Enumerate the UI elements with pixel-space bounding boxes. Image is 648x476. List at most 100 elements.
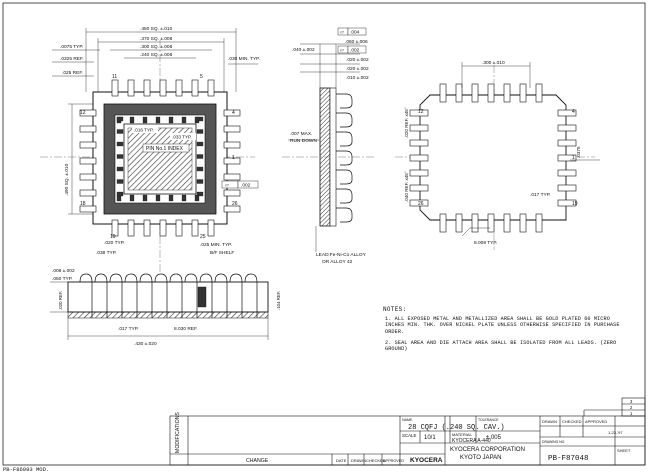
j-lead (336, 169, 353, 185)
lead (191, 79, 199, 97)
svg-text:.0075 TYP.: .0075 TYP. (60, 44, 83, 50)
bond-pad (181, 116, 187, 124)
svg-text:CHECKED: CHECKED (366, 458, 386, 463)
svg-text:SHEET: SHEET (617, 448, 631, 453)
bond-pad (196, 154, 204, 159)
svg-text:.060 ±.006: .060 ±.006 (345, 39, 368, 45)
pad (487, 213, 495, 233)
svg-text:.008 ±.002: .008 ±.002 (52, 268, 75, 274)
lower-view: .008 ±.002 .050 TYP. .017 TYP. 8.030 REF… (50, 268, 281, 347)
bond-pad (196, 166, 204, 172)
svg-text:CHANGE: CHANGE (246, 458, 269, 464)
svg-text:1: 1 (630, 411, 633, 416)
svg-text:▱: ▱ (340, 48, 344, 54)
j-lead (336, 131, 353, 147)
lead (223, 125, 241, 133)
svg-text:26: 26 (232, 201, 238, 207)
svg-text:.0375: .0375 (576, 146, 581, 158)
svg-text:18: 18 (80, 201, 86, 207)
svg-text:▱: ▱ (340, 30, 344, 36)
svg-text:.020 REF. x45°: .020 REF. x45° (404, 107, 409, 138)
pad (487, 83, 495, 103)
svg-text:DATE: DATE (336, 458, 347, 463)
lead (175, 79, 183, 97)
lead-profile (184, 273, 198, 318)
pad (557, 154, 577, 162)
svg-text:DRAWN: DRAWN (542, 419, 557, 424)
lead (79, 189, 97, 197)
svg-text:.0325 REF.: .0325 REF. (60, 56, 84, 62)
svg-text:SCALE: SCALE (402, 433, 416, 438)
svg-text:4: 4 (232, 110, 235, 116)
svg-text:.002: .002 (241, 183, 251, 189)
svg-text:DRAWN: DRAWN (351, 458, 366, 463)
pad (409, 124, 429, 132)
svg-text:.010 ±.002: .010 ±.002 (346, 75, 369, 81)
lead-profile (124, 273, 138, 318)
lead-profile (199, 273, 213, 318)
bond-pad (196, 129, 204, 134)
lead (79, 109, 97, 117)
lead-profile (214, 273, 228, 318)
svg-text:8.030 REF.: 8.030 REF. (174, 326, 198, 332)
bond-pad (116, 129, 124, 134)
lead-profile (169, 273, 183, 318)
bond-pad (116, 141, 124, 147)
lead-profile (154, 273, 168, 318)
pad (409, 184, 429, 192)
bond-pad (155, 194, 161, 202)
bond-pad (168, 116, 174, 124)
svg-text:2: 2 (630, 405, 633, 410)
lead (223, 109, 241, 117)
note-1: 1. ALL EXPOSED METAL AND METALLIZED AREA… (385, 316, 620, 335)
lead (143, 219, 151, 237)
lead-profile (79, 273, 93, 318)
svg-text:8.008 TYP.: 8.008 TYP. (474, 240, 497, 246)
sheet-border (2, 2, 646, 466)
lead (207, 219, 215, 237)
lead-profile (229, 273, 243, 318)
lead (111, 219, 119, 237)
pad (455, 83, 463, 103)
svg-text:.050 TYP.: .050 TYP. (52, 276, 73, 282)
svg-text:B/F SHELF: B/F SHELF (210, 250, 234, 256)
svg-text:.104 REF.: .104 REF. (276, 291, 281, 310)
svg-text:▱: ▱ (225, 183, 229, 189)
pad (503, 83, 511, 103)
pad (409, 169, 429, 177)
svg-text:APPROVED: APPROVED (383, 459, 404, 463)
lead (127, 79, 135, 97)
svg-text:KYOCERA: KYOCERA (410, 457, 443, 464)
bond-pad (116, 166, 124, 172)
pad (409, 109, 429, 117)
svg-text:.430 ±.020: .430 ±.020 (134, 341, 157, 347)
pad (455, 213, 463, 233)
svg-text:.450 SQ. ±.010: .450 SQ. ±.010 (140, 26, 173, 32)
pad (557, 124, 577, 132)
svg-text:.038 TYP.: .038 TYP. (96, 250, 117, 256)
lead (79, 205, 97, 213)
lead (207, 79, 215, 97)
pad (535, 83, 543, 103)
bond-pad (129, 194, 135, 202)
svg-text:OR ALLOY 42: OR ALLOY 42 (322, 259, 353, 265)
pad (519, 83, 527, 103)
j-lead (336, 112, 353, 128)
svg-text:.240 SQ. ±.006: .240 SQ. ±.006 (140, 52, 173, 58)
svg-text:.016 TYP.: .016 TYP. (134, 128, 154, 133)
svg-text:MODIFICATIONS: MODIFICATIONS (175, 412, 181, 453)
pad (557, 139, 577, 147)
j-lead (336, 93, 353, 109)
bond-pad (116, 191, 124, 197)
bond-pad (129, 116, 135, 124)
bottom-view: .300 ±.010 .020 REF. x45° .040 REF. x45°… (404, 60, 600, 246)
pad (557, 169, 577, 177)
bond-pad (196, 179, 204, 184)
svg-text:19: 19 (110, 234, 116, 240)
pad (439, 213, 447, 233)
bond-pad (142, 194, 148, 202)
svg-text:.040 REF. x45°: .040 REF. x45° (404, 171, 409, 202)
bond-pad (155, 116, 161, 124)
bond-pad (116, 116, 124, 122)
